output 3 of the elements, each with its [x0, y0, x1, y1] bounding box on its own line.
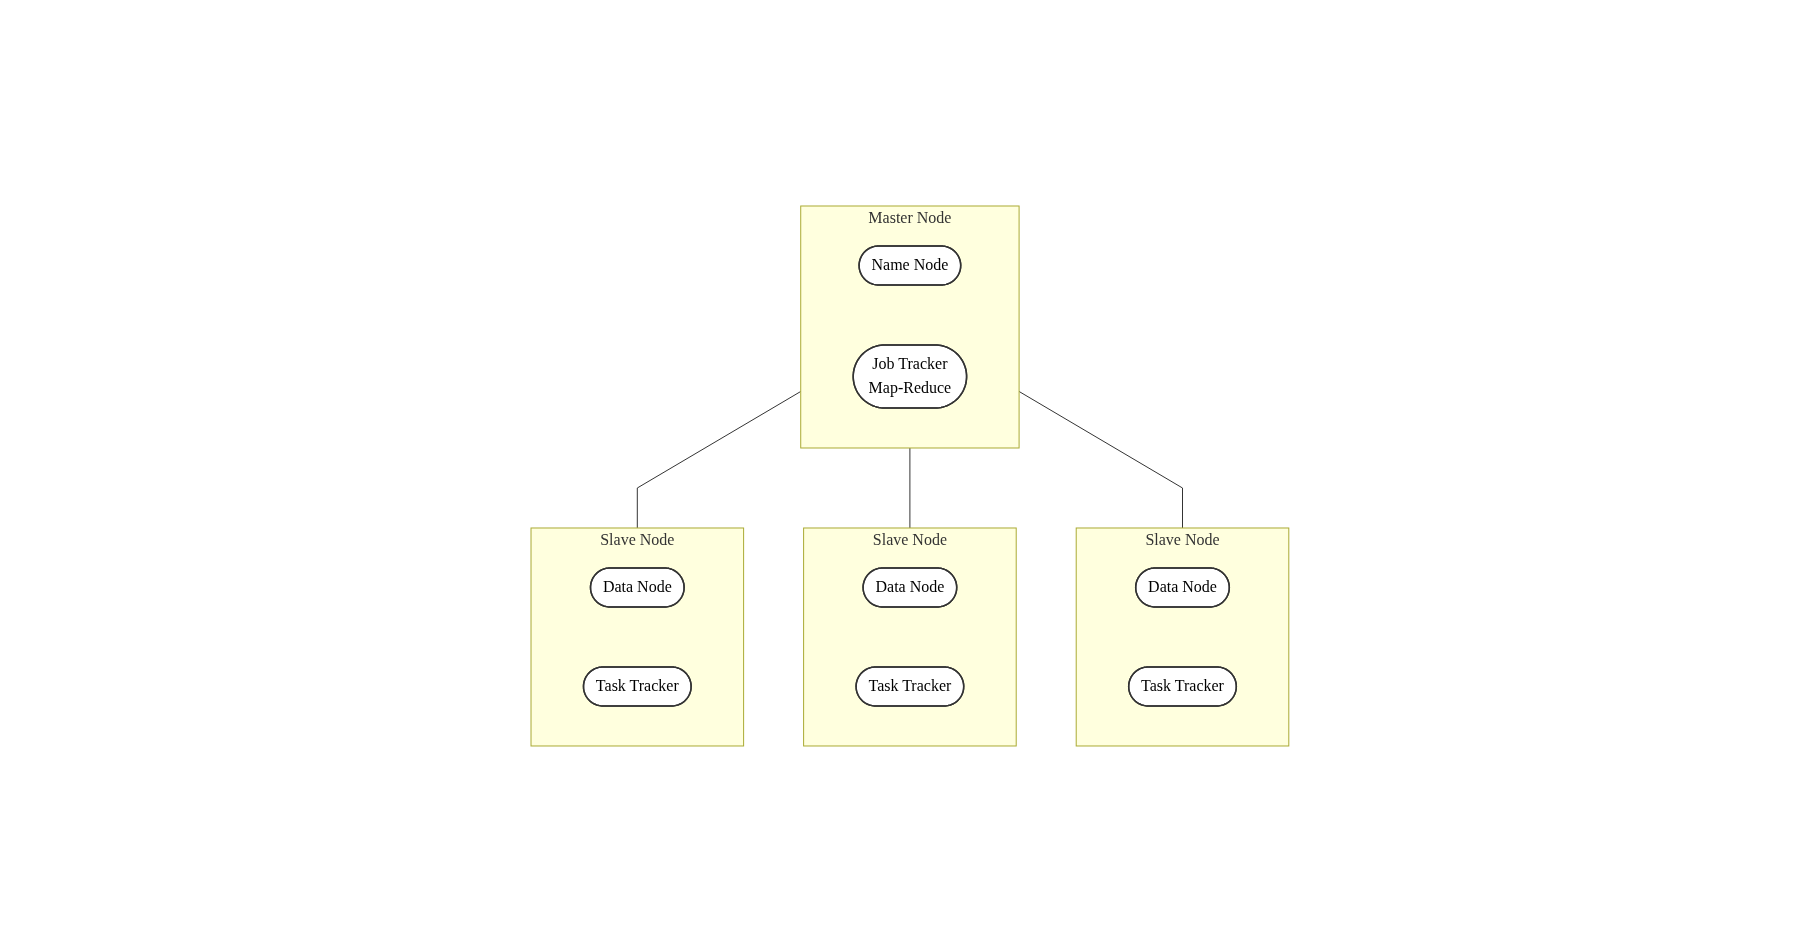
connector: [909, 447, 911, 528]
connector: [636, 390, 802, 528]
connector: [1018, 390, 1184, 528]
